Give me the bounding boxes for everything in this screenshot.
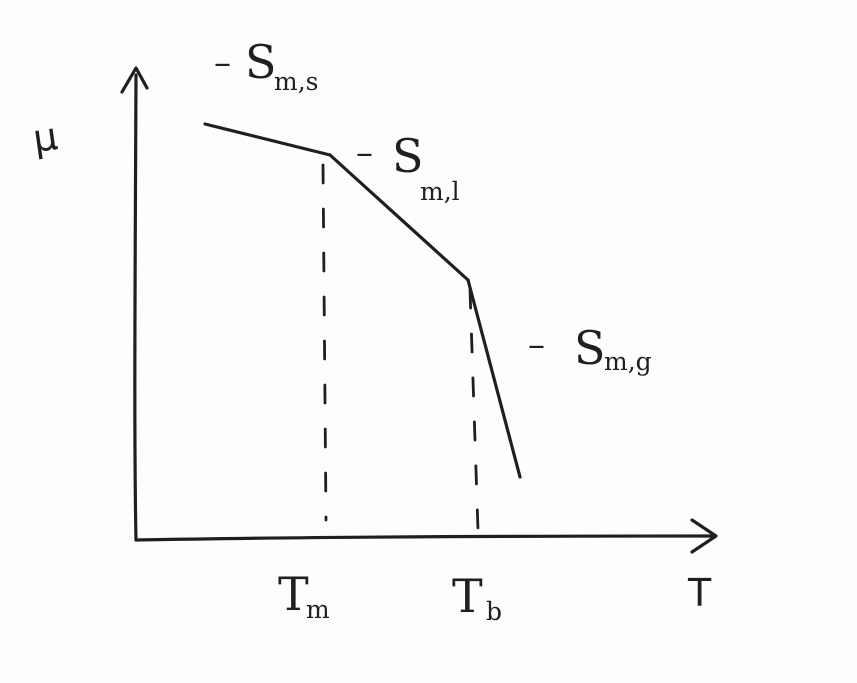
axes [120,66,718,554]
x-axis-arrowhead [690,518,718,554]
gas-entropy-main: S [574,321,606,375]
liquid-entropy-main: S [392,129,424,183]
melting-temperature-label: T m [278,567,330,624]
y-axis-arrowhead [120,66,149,94]
phase-curves [203,122,522,479]
gas-entropy-sub: m,g [604,347,652,376]
y-axis-label: μ [30,114,60,161]
solid-entropy-sub: m,s [274,67,318,96]
boiling-temperature-main: T [452,569,483,623]
x-axis-label: T [687,571,712,615]
boiling-point-dashed-line [468,288,480,532]
liquid-entropy-sub: m,l [420,177,460,206]
melting-temperature-main: T [278,567,309,621]
liquid-entropy-minus: – [356,133,373,173]
melting-point-dashed-line [321,163,328,522]
x-axis [134,534,714,542]
liquid-entropy-label: – S m,l [356,129,460,206]
y-axis [133,73,138,542]
boiling-temperature-label: T b [452,569,502,626]
transition-markers [321,163,480,532]
liquid-phase-line [328,153,470,282]
boiling-temperature-sub: b [486,597,502,626]
gas-phase-line [466,278,522,479]
solid-phase-line [203,122,332,157]
solid-entropy-main: S [245,35,277,89]
melting-temperature-sub: m [306,595,330,624]
gas-entropy-label: – S m,g [528,321,652,376]
solid-entropy-label: – S m,s [214,35,318,96]
solid-entropy-minus: – [214,43,231,83]
gas-entropy-minus: – [528,325,545,365]
